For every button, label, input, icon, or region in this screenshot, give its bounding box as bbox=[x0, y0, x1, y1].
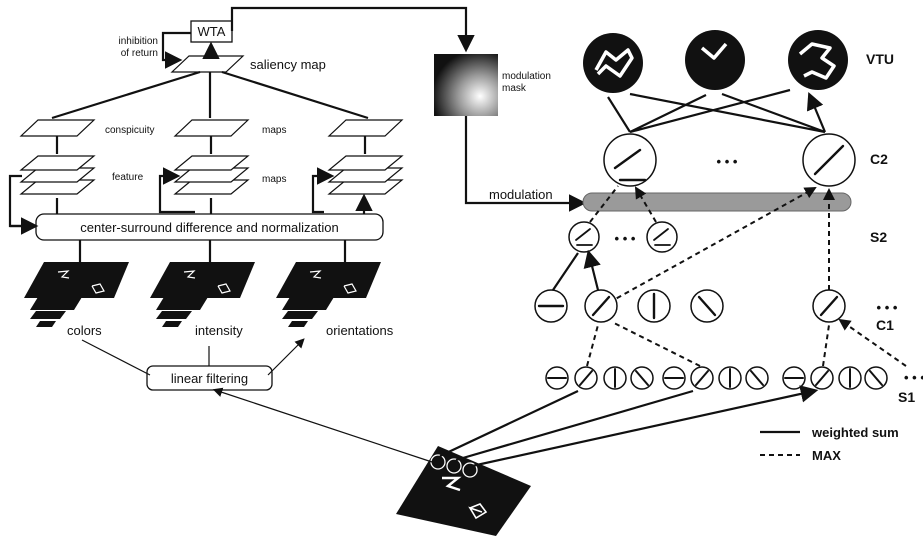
c1-to-s2-weighted bbox=[552, 253, 598, 291]
s2-label: S2 bbox=[870, 229, 887, 245]
maps-lower-label: maps bbox=[262, 174, 286, 185]
wta-to-mask-arrow bbox=[230, 6, 475, 53]
center-surround-to-feature-arrows bbox=[55, 198, 364, 214]
inhibition-arrow bbox=[161, 31, 191, 69]
c2-unit-2-glyph bbox=[813, 144, 845, 176]
feature-stack-intensity bbox=[173, 155, 250, 195]
vtu-label: VTU bbox=[866, 51, 894, 67]
feature-stack-orientations bbox=[327, 155, 404, 195]
linear-filtering-output-arrows bbox=[81, 340, 303, 376]
c1-unit-antidiagonal-glyph bbox=[697, 295, 717, 317]
saliency-map-label: saliency map bbox=[250, 57, 326, 72]
s2-unit-1 bbox=[568, 221, 600, 253]
s1-to-c1-max bbox=[586, 320, 907, 367]
conspicuity-plane-orientations bbox=[327, 119, 404, 137]
conspicuity-to-saliency-lines bbox=[51, 70, 369, 120]
feature-stack-colors bbox=[19, 155, 96, 195]
s2-unit-2 bbox=[646, 221, 678, 253]
pyramid-intensity bbox=[150, 262, 255, 327]
inhibition-label-1: inhibition bbox=[119, 36, 158, 47]
c2-unit-1 bbox=[603, 133, 657, 187]
legend-max-label: MAX bbox=[812, 448, 841, 463]
c1-to-c2-max-long bbox=[600, 187, 817, 308]
conspicuity-plane-colors bbox=[19, 119, 96, 137]
modulation-label: modulation bbox=[489, 187, 553, 202]
c1-unit-diagonal-glyph bbox=[591, 295, 611, 317]
s2-unit-2-glyph bbox=[653, 228, 671, 246]
feature-label: feature bbox=[112, 172, 144, 183]
vtu-unit-2 bbox=[685, 30, 745, 90]
pyramid-colors bbox=[24, 262, 129, 327]
pyramid-orientations bbox=[276, 262, 381, 327]
feature-to-conspicuity-lines bbox=[55, 136, 367, 154]
s1-group-1 bbox=[545, 366, 654, 390]
modulation-mask-label-2: mask bbox=[502, 83, 527, 94]
c1-unit-right-glyph bbox=[819, 295, 839, 317]
modulation-mask-label-1: modulation bbox=[502, 71, 551, 82]
c2-label: C2 bbox=[870, 151, 888, 167]
pyramid-to-center-surround-lines bbox=[78, 240, 347, 262]
linear-filtering-label: linear filtering bbox=[171, 371, 248, 386]
modulation-band bbox=[582, 192, 852, 212]
c1-ellipsis: • • • bbox=[877, 300, 898, 315]
c1-label: C1 bbox=[876, 317, 894, 333]
mask-to-modulation-arrow bbox=[464, 116, 587, 212]
center-surround-label: center-surround difference and normaliza… bbox=[80, 220, 338, 235]
intensity-label: intensity bbox=[195, 323, 243, 338]
s1-ellipsis: • • • bbox=[904, 370, 923, 385]
legend-weighted-sum-label: weighted sum bbox=[811, 425, 899, 440]
vtu-unit-1 bbox=[583, 33, 643, 93]
conspicuity-plane-intensity bbox=[173, 119, 250, 137]
input-image bbox=[396, 446, 531, 536]
s1-label: S1 bbox=[898, 389, 915, 405]
s1-group-3 bbox=[782, 366, 888, 390]
s1-group-2 bbox=[662, 366, 769, 390]
maps-upper-label: maps bbox=[262, 125, 286, 136]
feedback-arrow-orientations bbox=[311, 167, 335, 214]
vtu-unit-3 bbox=[788, 30, 848, 90]
c2-to-vtu-arrows bbox=[607, 90, 827, 134]
inhibition-label-2: of return bbox=[121, 48, 158, 59]
colors-label: colors bbox=[67, 323, 102, 338]
image-to-linear-filtering-arrow bbox=[212, 387, 433, 463]
s2-ellipsis: • • • bbox=[615, 231, 636, 246]
c2-ellipsis: • • • bbox=[717, 154, 738, 169]
conspicuity-label: conspicuity bbox=[105, 125, 154, 136]
saliency-map-plane bbox=[170, 55, 245, 73]
orientations-label: orientations bbox=[326, 323, 394, 338]
image-to-s1-weighted bbox=[439, 391, 814, 468]
feedback-arrow-intensity bbox=[158, 167, 195, 214]
s2-to-c2-max bbox=[589, 186, 657, 223]
modulation-mask-image bbox=[434, 54, 498, 116]
wta-label: WTA bbox=[198, 24, 226, 39]
